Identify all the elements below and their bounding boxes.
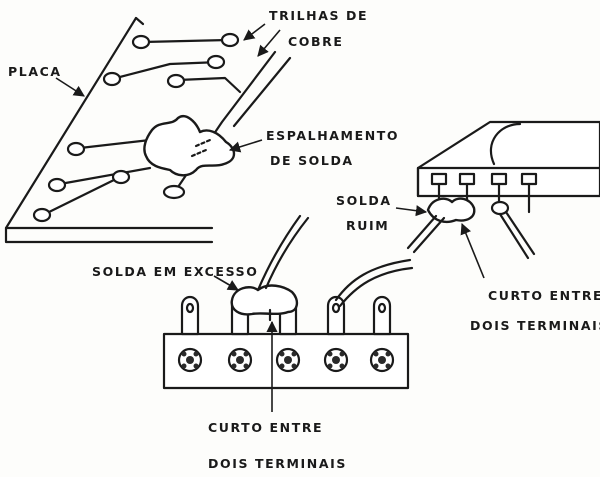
- terminal-strip: [162, 295, 410, 390]
- ic-pin: [490, 172, 508, 206]
- solder-spread-blob: [143, 115, 236, 177]
- label-curto-right-line1: CURTO ENTRE: [488, 288, 600, 303]
- copper-traces: [32, 32, 292, 223]
- copper-trace: [166, 73, 242, 94]
- label-espalhamento-line1: ESPALHAMENTO: [266, 128, 399, 143]
- label-solda-excesso: SOLDA EM EXCESSO: [92, 264, 258, 279]
- terminal-screw: [177, 347, 203, 373]
- label-curto-bottom-line2: DOIS TERMINAIS: [208, 456, 347, 471]
- copper-trace: [32, 169, 131, 223]
- excess-solder-blob: [230, 284, 299, 316]
- copper-trace: [102, 54, 226, 87]
- terminal-lug: [180, 295, 200, 336]
- bad-solder-blob: [426, 197, 476, 224]
- label-curto-bottom-line1: CURTO ENTRE: [208, 420, 323, 435]
- label-trilhas-line2: COBRE: [288, 34, 344, 49]
- label-placa: PLACA: [8, 64, 62, 79]
- label-espalhamento-line2: DE SOLDA: [270, 153, 354, 168]
- terminal-screw: [227, 347, 253, 373]
- label-solda-ruim-line2: RUIM: [346, 218, 389, 233]
- label-curto-right-line2: DOIS TERMINAIS: [470, 318, 600, 333]
- label-solda-ruim-line1: SOLDA: [336, 193, 392, 208]
- terminal-screw: [275, 347, 301, 373]
- terminal-lug: [372, 295, 392, 336]
- ic-pin: [520, 172, 538, 214]
- copper-trace: [66, 138, 152, 157]
- label-trilhas-line1: TRILHAS DE: [269, 8, 368, 23]
- copper-trace: [131, 32, 240, 50]
- copper-trace: [47, 166, 152, 193]
- terminal-screw: [323, 347, 349, 373]
- pcb-board: [4, 16, 214, 244]
- terminal-screw: [369, 347, 395, 373]
